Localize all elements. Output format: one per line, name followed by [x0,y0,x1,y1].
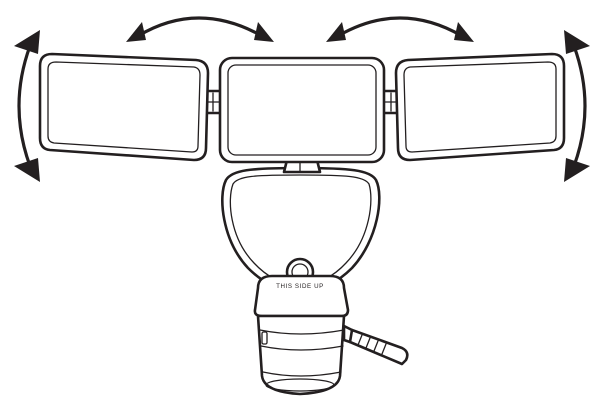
this-side-up-label: THIS SIDE UP [276,283,324,290]
left-light-panel [38,52,210,162]
sensor-cable [342,324,409,366]
center-light-panel [218,56,386,164]
right-panel-swivel-arrow [326,16,474,42]
left-panel-swivel-arrow [126,16,274,42]
motion-sensor-head [253,257,350,396]
right-panel-tilt-arrow [564,30,590,182]
right-light-panel [394,52,566,162]
left-panel-tilt-arrow [14,30,40,182]
